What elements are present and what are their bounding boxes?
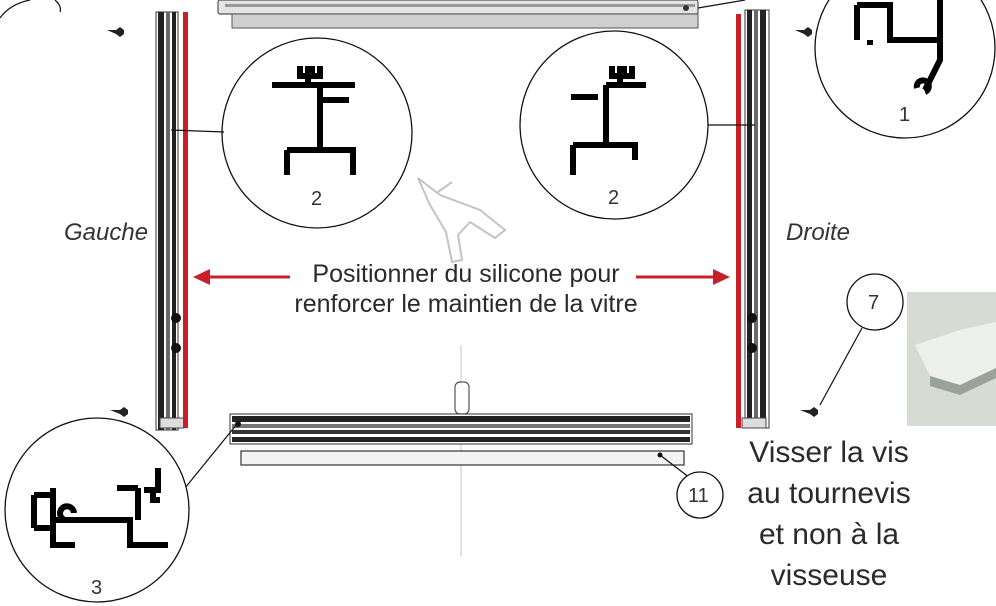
screw-instruction: Visser la vis au tournevis et non à la v…: [747, 436, 910, 592]
silicone-note-line-2: renforcer le maintien de la vitre: [294, 290, 637, 318]
callout-profile-2-right: 2: [519, 30, 709, 220]
screw-icon: [110, 407, 128, 417]
screw-note-line-3: et non à la: [759, 518, 899, 551]
partial-circle-edge: [0, 0, 31, 19]
callout-number-11: 11: [688, 485, 709, 507]
arrow-left-icon: [193, 269, 290, 285]
callout-profile-2-left: 2: [221, 37, 413, 229]
callout-part-11: 11: [676, 471, 724, 519]
callout-number-2-right: 2: [608, 187, 619, 209]
callout-number-1: 1: [899, 104, 910, 126]
callout-number-2-left: 2: [311, 188, 322, 210]
right-vertical-rail: [741, 9, 770, 429]
bottom-rail: [229, 381, 693, 445]
callout-profile-3: 3: [4, 417, 190, 603]
callout-number-7: 7: [868, 292, 879, 314]
screw-icon: [795, 27, 812, 37]
callout-number-3: 3: [91, 577, 102, 599]
left-silicone-line: [183, 12, 188, 428]
screw-note-line-4: visseuse: [771, 559, 888, 592]
part-11-bar: [240, 450, 685, 466]
screw-note-line-2: au tournevis: [747, 477, 910, 510]
silicone-note-line-1: Positionner du silicone pour: [312, 260, 619, 288]
right-side-label: Droite: [786, 219, 850, 246]
screw-note-line-1: Visser la vis: [749, 436, 909, 469]
screw-icon: [800, 407, 818, 417]
callout-profile-1: 1: [814, 0, 996, 139]
callout-screw-7: 7: [846, 273, 904, 331]
right-silicone-line: [736, 14, 741, 428]
arrow-right-icon: [636, 269, 730, 285]
left-vertical-rail: [155, 11, 185, 431]
top-rail: [217, 0, 699, 29]
left-side-label: Gauche: [64, 219, 148, 246]
silicone-gun-icon: [417, 177, 507, 264]
screw-icon: [107, 27, 124, 37]
glass-corner-photo: [907, 292, 996, 426]
